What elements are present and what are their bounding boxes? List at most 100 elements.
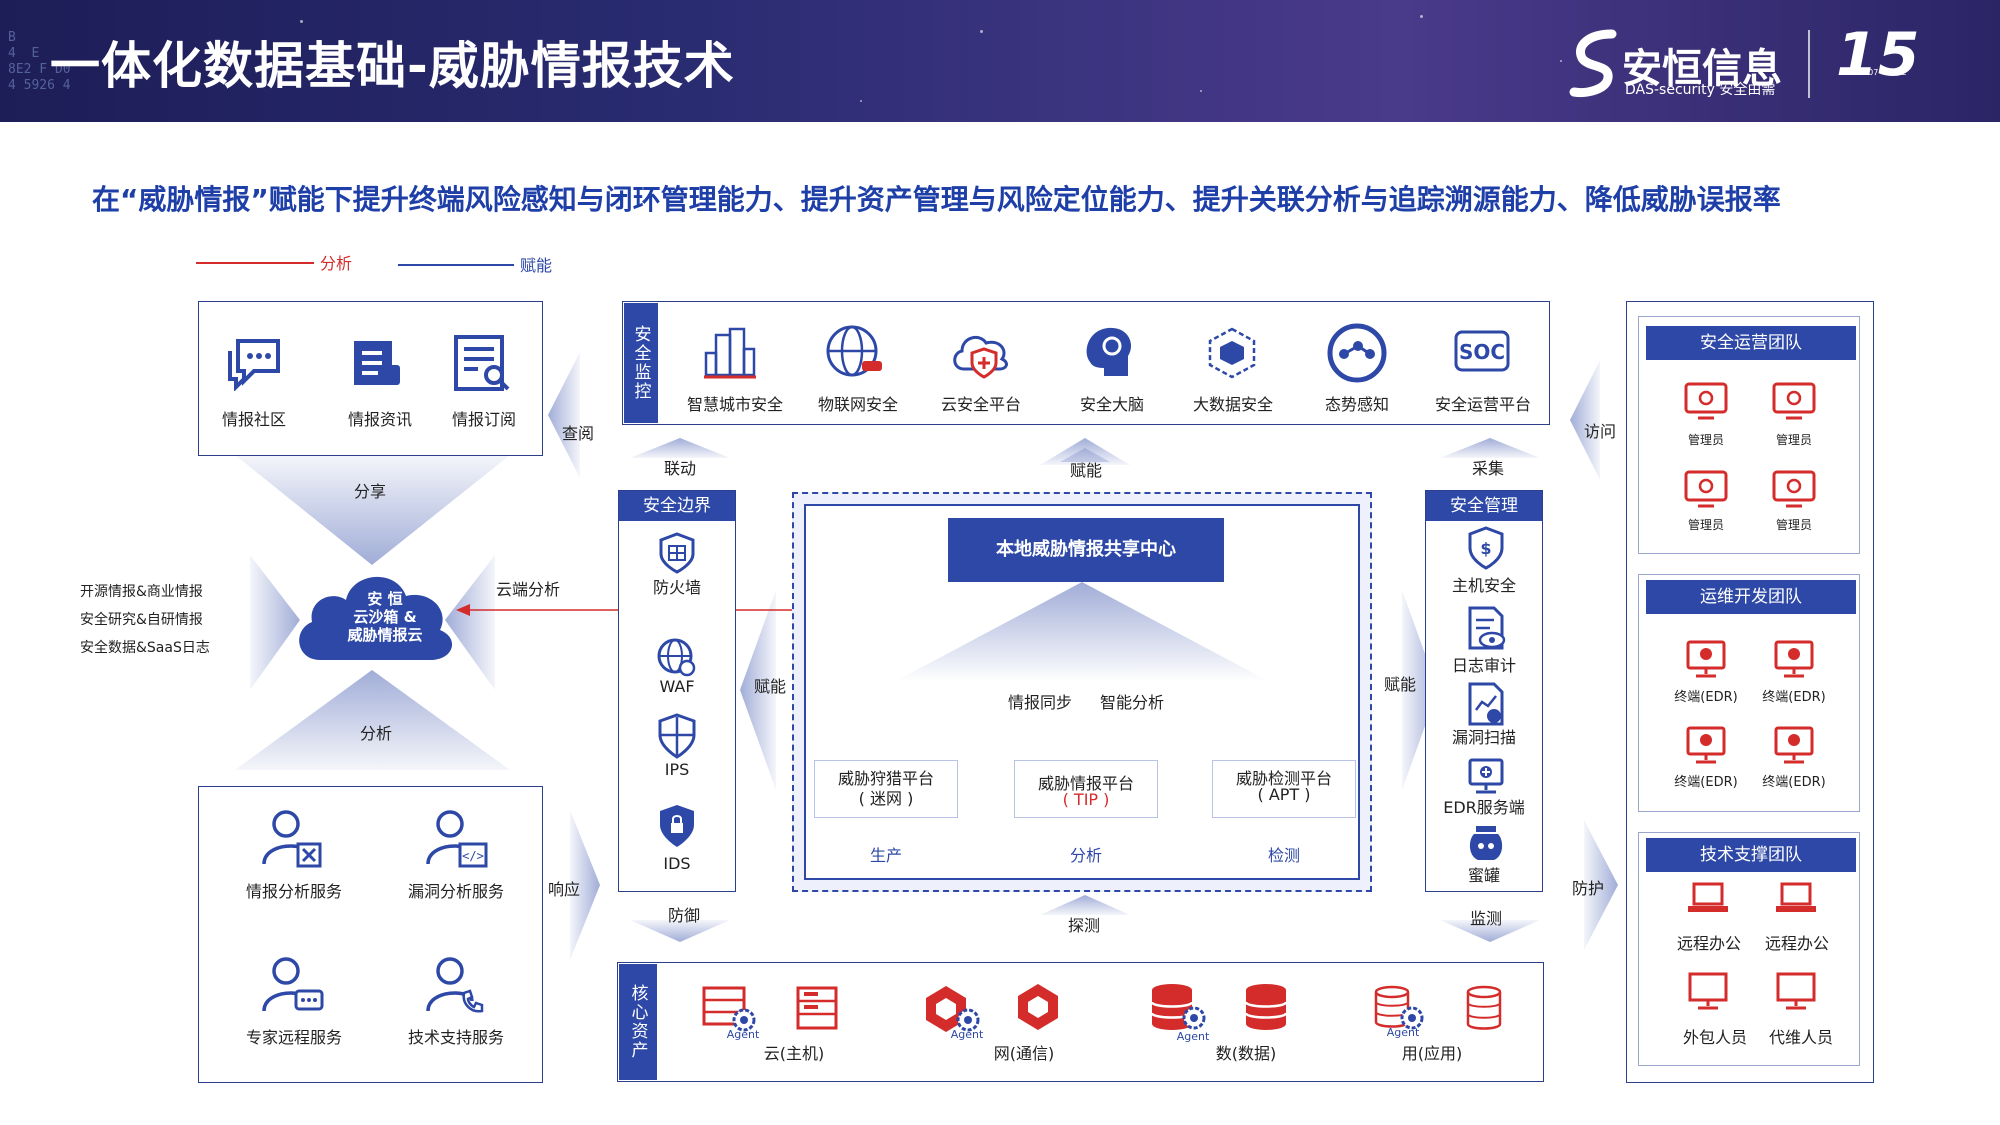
team-member-label: 管理员 bbox=[1687, 518, 1724, 532]
team-member-label: 代维人员 bbox=[1768, 1028, 1833, 1047]
admin-icon bbox=[1772, 382, 1816, 420]
query-label: 查阅 bbox=[562, 424, 595, 443]
database-agent-icon bbox=[1150, 984, 1206, 1030]
smart-analysis-label: 智能分析 bbox=[1100, 693, 1165, 712]
visit-label: 访问 bbox=[1584, 422, 1617, 441]
app-db-icon bbox=[1466, 985, 1502, 1030]
monitor-item-label: 智慧城市安全 bbox=[686, 395, 783, 414]
boundary-item-label: IDS bbox=[663, 854, 691, 873]
team-member-label: 管理员 bbox=[1687, 433, 1724, 447]
cube-icon bbox=[1208, 327, 1256, 379]
hunt-line-1: 威胁狩猎平台 bbox=[837, 769, 934, 788]
apt-line-2: ( APT ) bbox=[1257, 785, 1311, 804]
team-member-label: 远程办公 bbox=[1764, 934, 1829, 953]
team-member-label: 终端(EDR) bbox=[1762, 690, 1826, 705]
globe-car-icon bbox=[826, 325, 882, 377]
host-shield-icon: $ bbox=[1468, 526, 1504, 570]
edr-terminal-icon bbox=[1686, 640, 1726, 678]
cloud-icon bbox=[299, 576, 453, 660]
legend-red-label: 分析 bbox=[320, 254, 353, 273]
management-item-label: 主机安全 bbox=[1451, 576, 1516, 595]
sync-label: 情报同步 bbox=[1008, 693, 1073, 712]
database-icon bbox=[1244, 984, 1288, 1030]
core-label: 核心资产 bbox=[619, 964, 657, 1080]
apt-platform bbox=[1212, 760, 1356, 818]
center-title: 本地威胁情报共享中心 bbox=[948, 518, 1224, 582]
svg-text:</>: </> bbox=[462, 849, 484, 863]
person-phone-icon bbox=[426, 957, 484, 1013]
sources-list: 开源情报&商业情报 安全研究&自研情报 安全数据&SaaS日志 bbox=[80, 578, 210, 662]
chat-icon bbox=[228, 339, 280, 391]
share-label: 分享 bbox=[354, 482, 387, 501]
core-box bbox=[617, 962, 1544, 1082]
share-funnel bbox=[235, 455, 510, 565]
chart-scan-icon bbox=[1468, 682, 1504, 726]
boundary-item-label: IPS bbox=[664, 760, 690, 779]
logo-s-icon bbox=[1569, 29, 1617, 97]
edr-terminal-icon bbox=[1774, 726, 1814, 764]
admin-icon bbox=[1684, 382, 1728, 420]
page-title: 一体化数据基础-威胁情报技术 bbox=[50, 37, 735, 95]
laptop-icon bbox=[1688, 882, 1728, 912]
team-member-label: 终端(EDR) bbox=[1674, 775, 1738, 790]
core-group-label: 网(通信) bbox=[993, 1044, 1055, 1063]
edr-terminal-icon bbox=[1686, 726, 1726, 764]
monitor-label: 安全监控 bbox=[624, 303, 658, 423]
source-item: 安全研究&自研情报 bbox=[80, 612, 203, 628]
doc-search-icon bbox=[454, 335, 510, 391]
subtitle: 在“威胁情报”赋能下提升终端风险感知与闭环管理能力、提升资产管理与风险定位能力、… bbox=[92, 183, 1781, 216]
svg-text:$: $ bbox=[1480, 539, 1491, 558]
person-chat-icon bbox=[262, 957, 324, 1012]
legend-blue-label: 赋能 bbox=[520, 256, 553, 275]
team-member-label: 管理员 bbox=[1775, 433, 1812, 447]
core-group-label: 用(应用) bbox=[1401, 1044, 1463, 1063]
monitor-item-label: 物联网安全 bbox=[817, 395, 898, 414]
probe-label: 探测 bbox=[1068, 916, 1101, 935]
monitor-icon bbox=[1776, 972, 1816, 1010]
respond-label: 响应 bbox=[548, 880, 581, 899]
service-label: 漏洞分析服务 bbox=[407, 882, 504, 901]
source-item: 安全数据&SaaS日志 bbox=[80, 640, 210, 656]
header-banner bbox=[0, 0, 2000, 122]
service-label: 情报分析服务 bbox=[245, 882, 342, 901]
management-item-label: 漏洞扫描 bbox=[1451, 728, 1516, 747]
team-title: 运维开发团队 bbox=[1646, 580, 1856, 614]
core-group-label: 数(数据) bbox=[1215, 1044, 1277, 1063]
cloud-analysis-label: 云端分析 bbox=[496, 580, 561, 599]
center-glow bbox=[894, 582, 1270, 682]
agent-label: Agent bbox=[1386, 1026, 1420, 1039]
detect-label: 检测 bbox=[1267, 846, 1300, 865]
honeypot-icon bbox=[1469, 826, 1503, 860]
network-icon bbox=[1327, 323, 1387, 383]
legend-red-line bbox=[196, 262, 314, 264]
management-box bbox=[1425, 490, 1543, 892]
network-agent-icon bbox=[926, 986, 980, 1032]
agent-label: Agent bbox=[726, 1028, 760, 1041]
soc-icon: SOC bbox=[1454, 330, 1510, 372]
cloud-line-1: 安 恒 bbox=[367, 590, 403, 608]
server-icon bbox=[796, 986, 838, 1030]
header-deco-text: B 4 E 8E2 F D0 4 5926 4 bbox=[8, 30, 71, 93]
city-icon bbox=[704, 327, 756, 379]
monitor-box bbox=[622, 301, 1550, 425]
boundary-title: 安全边界 bbox=[619, 491, 735, 521]
apt-line-1: 威胁检测平台 bbox=[1235, 769, 1332, 788]
empower-top-label: 赋能 bbox=[1070, 461, 1103, 480]
boundary-item-label: WAF bbox=[659, 677, 695, 696]
service-label: 专家远程服务 bbox=[245, 1028, 342, 1047]
analyze-funnel bbox=[235, 670, 510, 770]
ids-shield-icon bbox=[660, 805, 694, 847]
soc-text: SOC bbox=[1459, 340, 1505, 364]
protect-label: 防护 bbox=[1572, 879, 1605, 898]
monitor-item-label: 大数据安全 bbox=[1192, 395, 1273, 414]
team-title: 技术支撑团队 bbox=[1646, 838, 1856, 872]
core-group-label: 云(主机) bbox=[763, 1044, 825, 1063]
logo-name: 安恒信息 bbox=[1622, 46, 1782, 92]
person-tools-icon bbox=[262, 810, 322, 868]
boundary-item-label: 防火墙 bbox=[652, 578, 701, 597]
monitor-item-label: 安全大脑 bbox=[1079, 395, 1144, 414]
team-member-label: 管理员 bbox=[1775, 518, 1812, 532]
app-db-agent-icon bbox=[1374, 985, 1424, 1030]
cloud-label: 安 恒 云沙箱 & 威胁情报云 bbox=[320, 590, 450, 644]
monitor-item-label: 态势感知 bbox=[1324, 395, 1389, 414]
